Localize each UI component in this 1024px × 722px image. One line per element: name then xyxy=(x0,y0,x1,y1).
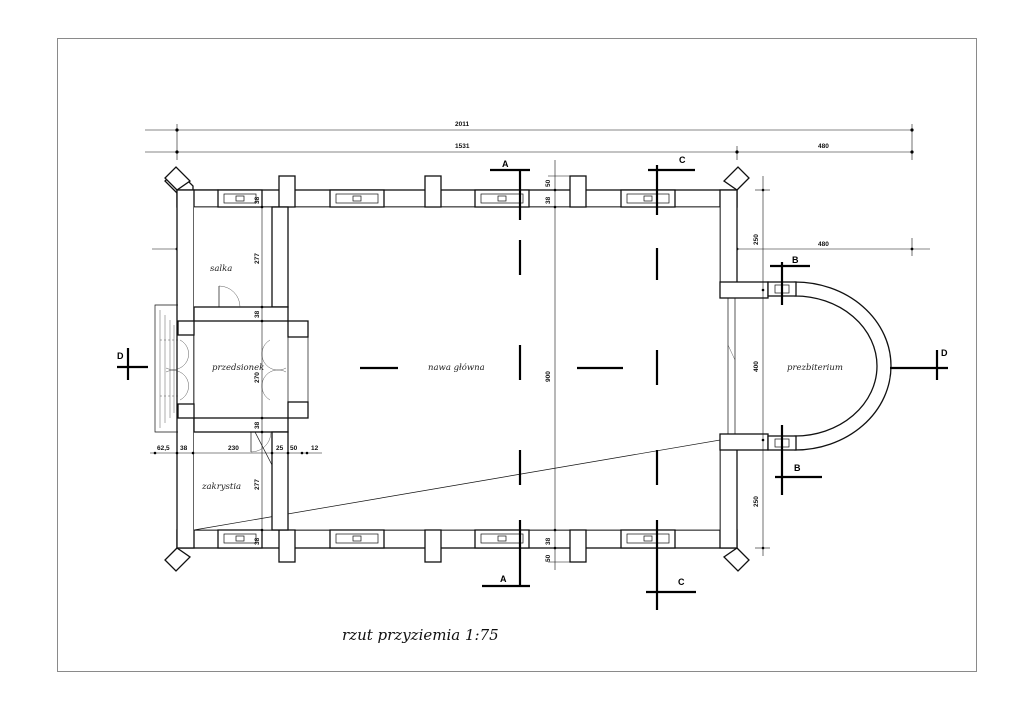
dim-buttress-bottom: 50 xyxy=(545,554,552,562)
dim-apse-length: 480 xyxy=(818,143,829,150)
room-label-nawa: nawa główna xyxy=(428,362,485,373)
section-label-d-left: D xyxy=(117,351,124,361)
section-line-c xyxy=(646,165,696,610)
dimension-lines-top xyxy=(145,124,914,160)
room-label-salka: salka xyxy=(210,264,232,274)
section-line-d xyxy=(117,348,948,380)
dim-12-lower: 12 xyxy=(311,445,319,452)
entrance-steps xyxy=(154,304,178,433)
section-label-b-bottom: B xyxy=(794,463,801,473)
dim-wall-top-nave: 38 xyxy=(545,196,552,204)
dim-nave-width: 900 xyxy=(545,371,552,382)
section-line-a xyxy=(482,168,530,588)
dim-step: 62,5 xyxy=(157,445,170,452)
dim-buttress-top: 50 xyxy=(545,179,552,187)
dim-side-top: 250 xyxy=(753,234,760,245)
windows-top xyxy=(217,189,676,208)
section-label-c-bottom: C xyxy=(678,577,685,587)
section-label-b-top: B xyxy=(792,255,799,265)
dim-bottom-wall: 38 xyxy=(254,537,261,545)
dim-wall-25-lower: 25 xyxy=(276,445,284,452)
dim-wall-lower: 38 xyxy=(180,445,188,452)
section-line-b xyxy=(770,262,822,495)
dim-overall: 2011 xyxy=(455,121,469,128)
windows-bottom xyxy=(217,529,676,549)
room-label-prezbiterium: prezbiterium xyxy=(787,363,843,373)
dim-zakrystia-width: 230 xyxy=(228,445,239,452)
dim-wall-bottom-nave: 38 xyxy=(545,537,552,545)
dimension-line-lower xyxy=(150,451,322,455)
section-label-d-right: D xyxy=(941,348,948,358)
dim-apse-width: 400 xyxy=(753,361,760,372)
dim-zakrystia-depth: 277 xyxy=(254,479,261,490)
drawing-title: rzut przyziemia 1:75 xyxy=(342,626,499,644)
dimension-lines-vertical xyxy=(260,160,770,570)
section-label-a-top: A xyxy=(502,159,509,169)
dim-salka-depth: 277 xyxy=(254,253,261,264)
doors xyxy=(165,285,287,466)
dim-nave-length: 1531 xyxy=(455,143,470,150)
dim-vestibule-depth: 270 xyxy=(254,372,261,383)
dim-50-lower: 50 xyxy=(290,445,298,452)
section-label-c-top: C xyxy=(679,155,686,165)
dim-top-wall: 38 xyxy=(254,196,261,204)
room-label-przedsionek: przedsionek xyxy=(212,363,264,373)
dim-partition-top: 38 xyxy=(254,310,261,318)
room-label-zakrystia: zakrystia xyxy=(201,482,241,492)
section-label-a-bottom: A xyxy=(500,574,507,584)
dim-side-bottom: 250 xyxy=(753,496,760,507)
walls xyxy=(164,166,769,572)
dim-partition-bottom: 38 xyxy=(254,421,261,429)
drawing-frame xyxy=(57,38,977,672)
dim-apse-inner: 480 xyxy=(818,241,829,248)
